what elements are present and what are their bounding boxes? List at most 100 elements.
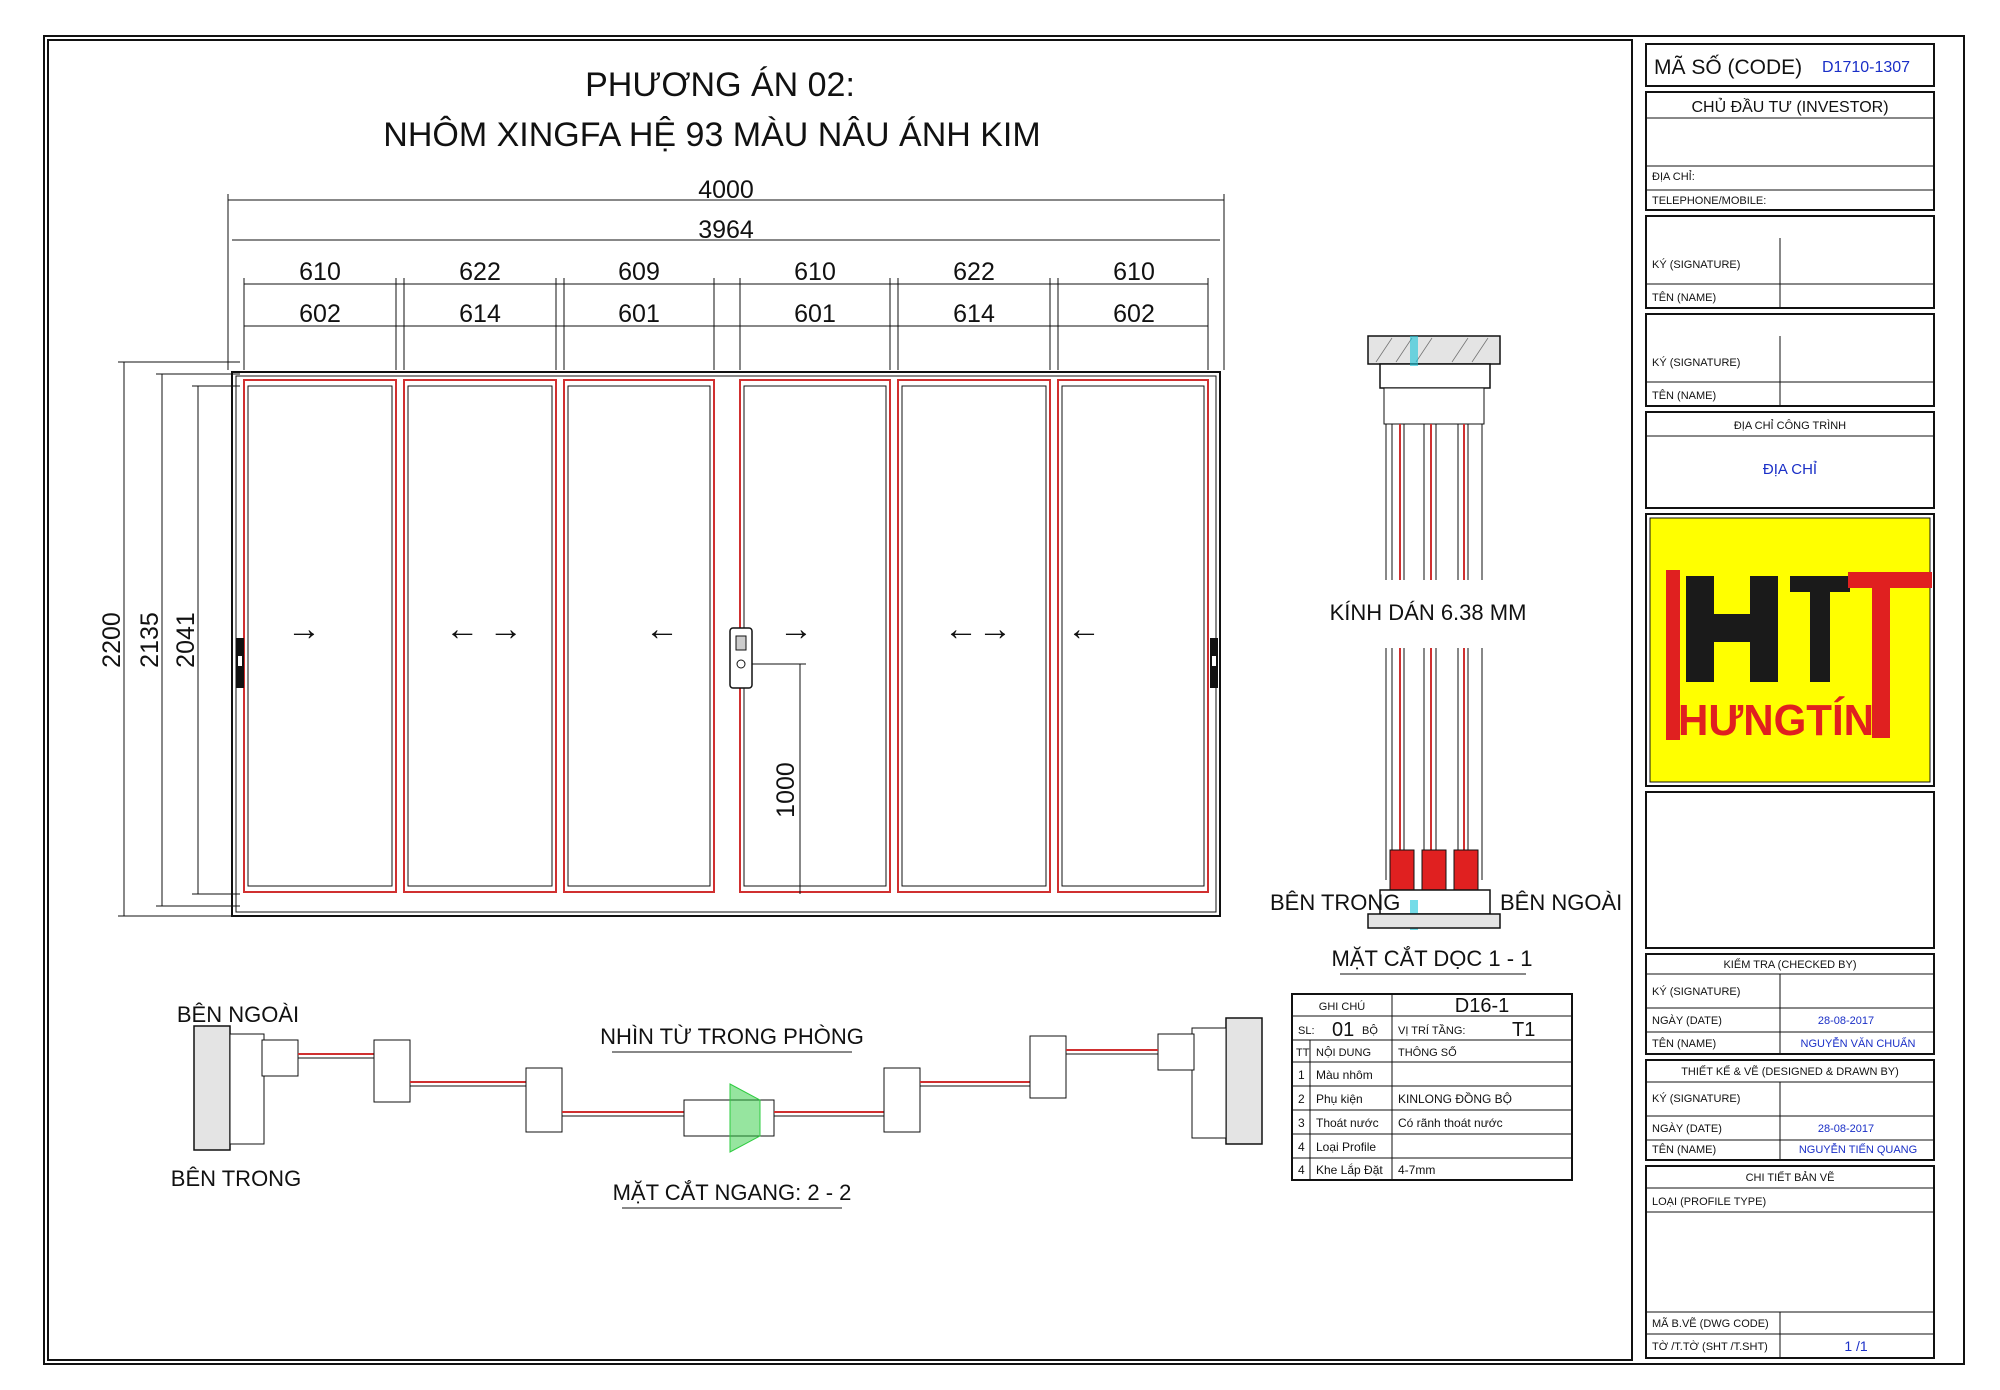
logo-text: HƯNGTÍN: [1678, 695, 1874, 745]
panel-arrow-1: →: [287, 610, 321, 648]
dim-panel-outer-5: 622: [953, 258, 995, 286]
bottom-track: [1379, 889, 1491, 915]
checked-name-label: TÊN (NAME): [1652, 1037, 1716, 1050]
site-value: ĐỊA CHỈ: [1763, 461, 1817, 478]
door-panel-glass-5: [901, 385, 1047, 887]
title-line1: PHƯƠNG ÁN 02:: [585, 66, 855, 104]
spec-row-3-tt: 3: [1298, 1116, 1305, 1130]
designed-date: 28-08-2017: [1818, 1123, 1874, 1135]
spec-floor-value: T1: [1512, 1019, 1535, 1041]
spec-row-5-tt: 4: [1298, 1163, 1305, 1177]
dim-panel-inner-2: 614: [459, 300, 501, 328]
door-panel-4: [739, 379, 891, 893]
floor-block: [1367, 913, 1501, 929]
dim-panel-inner-1: 602: [299, 300, 341, 328]
panel-arrow-2: ← →: [445, 610, 522, 648]
top-glass-lines: [1385, 424, 1483, 580]
checked-label: KIỂM TRA (CHECKED BY): [1723, 958, 1856, 971]
spec-row-4-tt: 4: [1298, 1140, 1305, 1154]
panel-arrow-3: ←: [645, 610, 679, 648]
dim-panel-outer-4: 610: [794, 258, 836, 286]
panel-arrow-6: ←: [1067, 610, 1101, 648]
sheet-outer-border: [43, 35, 1965, 1365]
spec-row-2-value: KINLONG ĐỒNG BỘ: [1398, 1091, 1512, 1106]
designed-name: NGUYỄN TIẾN QUANG: [1799, 1143, 1917, 1156]
bottom-glass-lines: [1385, 648, 1483, 880]
spec-row-4-item: Loại Profile: [1316, 1140, 1376, 1154]
glass-spec-label: KÍNH DÁN 6.38 MM: [1330, 600, 1527, 625]
dim-panel-inner-4: 601: [794, 300, 836, 328]
profile-type-label: LOẠI (PROFILE TYPE): [1652, 1196, 1766, 1208]
vertical-outside-label: BÊN NGOÀI: [1500, 890, 1622, 915]
site-label: ĐỊA CHỈ CÔNG TRÌNH: [1734, 419, 1846, 432]
spec-sl-unit: BỘ: [1362, 1024, 1378, 1037]
door-panel-1: [243, 379, 397, 893]
designed-label: THIẾT KẾ & VẼ (DESIGNED & DRAWN BY): [1681, 1065, 1899, 1078]
door-panel-glass-4: [743, 385, 887, 887]
dim-panel-inner-5: 614: [953, 300, 995, 328]
door-panel-glass-1: [247, 385, 393, 887]
sig-label-2: KÝ (SIGNATURE): [1652, 356, 1740, 369]
designed-name-label: TÊN (NAME): [1652, 1143, 1716, 1156]
spec-row-5-value: 4-7mm: [1398, 1163, 1435, 1177]
spec-row-3-value: Có rãnh thoát nước: [1398, 1116, 1503, 1130]
dim-handle-height: 1000: [772, 762, 800, 818]
name-label-1: TÊN (NAME): [1652, 291, 1716, 304]
spec-floor-label: VỊ TRÍ TẦNG:: [1398, 1024, 1465, 1037]
drawing-border: [47, 39, 1633, 1361]
door-panel-5: [897, 379, 1051, 893]
code-value: D1710-1307: [1822, 59, 1910, 76]
spec-ghichu-label: GHI CHÚ: [1319, 1000, 1366, 1013]
address-label: ĐỊA CHỈ:: [1652, 170, 1695, 183]
dim-panel-outer-2: 622: [459, 258, 501, 286]
dim-inner-width: 3964: [698, 216, 754, 244]
phone-label: TELEPHONE/MOBILE:: [1652, 195, 1766, 207]
company-logo: HƯNGTÍN: [1649, 517, 1932, 783]
width-dimensions: 4000 3964: [227, 176, 1225, 370]
code-label: MÃ SỐ (CODE): [1654, 55, 1802, 79]
sheet-label: TỜ /T.TỜ (SHT /T.SHT): [1652, 1340, 1768, 1353]
checked-date-label: NGÀY (DATE): [1652, 1014, 1722, 1027]
dim-height-frame: 2135: [136, 612, 164, 668]
handle-center: [729, 627, 753, 689]
spec-head-tt: TT: [1296, 1047, 1310, 1059]
door-panel-glass-6: [1061, 385, 1205, 887]
rollers: [1389, 849, 1479, 891]
designed-date-label: NGÀY (DATE): [1652, 1122, 1722, 1135]
spec-row-2-tt: 2: [1298, 1092, 1305, 1106]
dim-panel-outer-1: 610: [299, 258, 341, 286]
horizontal-section: [193, 1017, 1263, 1153]
panel-arrow-4: →: [779, 610, 813, 648]
dwg-code-label: MÃ B.VẼ (DWG CODE): [1652, 1317, 1769, 1330]
handle-right: [1210, 638, 1218, 688]
horizontal-outside-label: BÊN NGOÀI: [177, 1002, 299, 1027]
checked-name: NGUYỄN VĂN CHUẨN: [1801, 1037, 1916, 1050]
dim-height-total: 2200: [98, 612, 126, 668]
spec-code: D16-1: [1455, 995, 1509, 1017]
name-label-2: TÊN (NAME): [1652, 389, 1716, 402]
horizontal-section-caption: MẶT CẮT NGANG: 2 - 2: [613, 1180, 852, 1205]
spec-head-spec: THÔNG SỐ: [1398, 1045, 1457, 1059]
vertical-section: [1367, 335, 1501, 930]
spec-sl-value: 01: [1332, 1019, 1354, 1041]
title-block: [1645, 43, 1935, 1359]
wall-left: [193, 1025, 231, 1151]
checked-date: 28-08-2017: [1818, 1015, 1874, 1027]
handle-height-dim: [752, 663, 806, 894]
outer-frame: [231, 371, 1221, 917]
door-panel-6: [1057, 379, 1209, 893]
dim-panel-outer-6: 610: [1113, 258, 1155, 286]
dim-height-panel: 2041: [172, 612, 200, 668]
sheet-value: 1 /1: [1844, 1338, 1868, 1354]
horizontal-inside-label: BÊN TRONG: [171, 1166, 301, 1191]
spec-row-1-tt: 1: [1298, 1068, 1305, 1082]
spec-row-1-item: Màu nhôm: [1316, 1068, 1373, 1082]
spec-row-3-item: Thoát nước: [1316, 1116, 1379, 1130]
dim-panel-outer-3: 609: [618, 258, 660, 286]
investor-label: CHỦ ĐẦU TƯ (INVESTOR): [1691, 97, 1888, 116]
dim-panel-inner-3: 601: [618, 300, 660, 328]
view-from-inside-label: NHÌN TỪ TRONG PHÒNG: [600, 1024, 864, 1049]
vertical-inside-label: BÊN TRONG: [1270, 890, 1400, 915]
spec-head-content: NỘI DUNG: [1316, 1046, 1371, 1059]
